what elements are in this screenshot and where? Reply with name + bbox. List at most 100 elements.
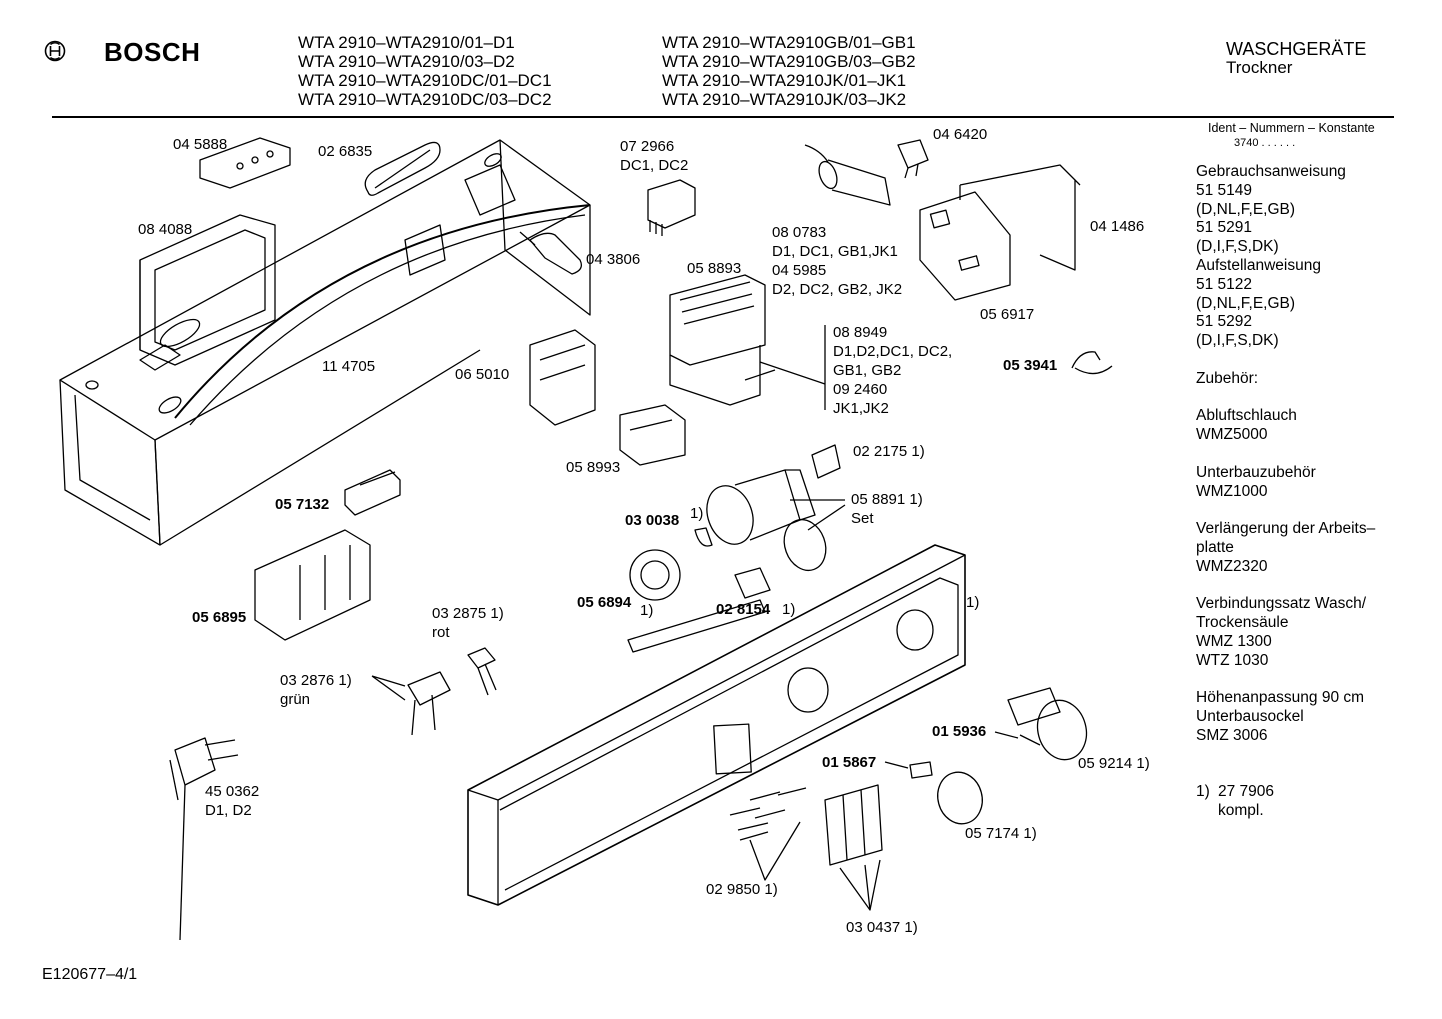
model-line: WTA 2910–WTA2910GB/03–GB2: [662, 52, 916, 71]
part-label-029850: 02 9850 1): [706, 881, 778, 898]
part-variant-032876: grün: [280, 691, 311, 708]
info-line: 51 5149: [1196, 181, 1253, 199]
part-label-056895: 05 6895: [192, 609, 247, 626]
gasket-ring: [364, 141, 441, 196]
model-line: WTA 2910–WTA2910/03–D2: [298, 52, 515, 71]
model-list-right: WTA 2910–WTA2910GB/01–GB1 WTA 2910–WTA29…: [662, 33, 916, 109]
part-variant-072966: DC1, DC2: [620, 157, 689, 174]
info-line: (D,NL,F,E,GB): [1196, 200, 1296, 218]
info-line: Unterbausockel: [1196, 708, 1304, 726]
part-label-056917: 05 6917: [980, 306, 1035, 323]
info-line: Zubehör:: [1196, 369, 1259, 387]
info-line: WMZ5000: [1196, 426, 1268, 444]
part-label-057132: 05 7132: [275, 496, 330, 513]
part-label-022175: 02 2175 1): [853, 443, 925, 460]
part-variant-045985: D2, DC2, GB2, JK2: [772, 281, 903, 298]
info-line: Abluftschlauch: [1196, 407, 1297, 425]
mains-plug: [169, 737, 239, 941]
model-line: WTA 2910–WTA2910/01–D1: [298, 33, 515, 52]
info-line: Verbindungssatz Wasch/: [1196, 595, 1367, 613]
leader-line: [759, 361, 826, 385]
program-timer: [669, 274, 776, 406]
info-line: WMZ1000: [1196, 482, 1268, 500]
panel-note: 1): [966, 594, 980, 611]
part-label-059214: 05 9214 1): [1078, 755, 1150, 772]
ident-value: 3740 . . . . . .: [1234, 137, 1296, 149]
part-label-114705: 11 4705: [322, 358, 376, 375]
leader-line: [884, 731, 1019, 769]
model-line: WTA 2910–WTA2910JK/01–JK1: [662, 71, 907, 90]
slide-bar: [627, 599, 766, 653]
part-label-043806: 04 3806: [586, 251, 641, 268]
model-line: WTA 2910–WTA2910DC/01–DC1: [298, 71, 552, 90]
switch-holder: [254, 529, 371, 641]
info-line: WMZ 1300: [1196, 632, 1272, 650]
part-label-084088: 08 4088: [138, 221, 193, 238]
footnote-mark: 1): [1196, 783, 1210, 800]
part-label-056894: 05 6894: [577, 594, 632, 611]
part-label-045888: 04 5888: [173, 136, 228, 153]
part-label-045985: 04 5985: [772, 262, 827, 279]
small-lamp: [909, 761, 933, 779]
bosch-logo-icon: [44, 40, 66, 62]
part-variant-080783: D1, DC1, GB1,JK1: [772, 243, 898, 260]
connector-plug: [897, 139, 929, 179]
part-label-092460: 09 2460: [833, 381, 888, 398]
electronics-board: [919, 191, 1011, 301]
part-label-080783: 08 0783: [772, 224, 827, 241]
push-buttons: [824, 784, 883, 866]
part-note-028154: 1): [782, 601, 796, 618]
part-label-041486: 04 1486: [1090, 218, 1145, 235]
footnote-text: kompl.: [1218, 802, 1264, 819]
capacitor-small: [519, 231, 583, 275]
gear-wheel: [629, 549, 681, 601]
header-rule: [52, 116, 1394, 118]
springs: [729, 787, 807, 841]
sensor-cable: [1071, 351, 1113, 375]
drive-motor-set: [706, 469, 827, 572]
info-line: 51 5291: [1196, 219, 1253, 237]
part-label-032875: 03 2875 1): [432, 605, 504, 622]
leader-line: [749, 821, 801, 881]
mounting-bracket: [959, 164, 1081, 271]
screw: [1019, 734, 1041, 746]
part-variant-058891: Set: [851, 510, 874, 527]
info-line: 51 5292: [1196, 313, 1253, 331]
part-label-028154: 02 8154: [716, 601, 771, 618]
sidebar-info: Gebrauchsanweisung 51 5149 (D,NL,F,E,GB)…: [1196, 163, 1436, 746]
leader-line: [371, 675, 406, 701]
document-code: E120677–4/1: [42, 966, 138, 983]
part-note-030038: 1): [690, 505, 704, 522]
part-variant-088949-a: D1,D2,DC1, DC2,: [833, 343, 953, 360]
info-line: Unterbauzubehör: [1196, 463, 1316, 481]
pushbutton-switch: [619, 404, 686, 466]
part-label-058993: 05 8993: [566, 459, 621, 476]
part-label-053941: 05 3941: [1003, 357, 1058, 374]
info-line: WMZ2320: [1196, 557, 1268, 575]
info-line: (D,I,F,S,DK): [1196, 332, 1279, 350]
part-label-058891: 05 8891 1): [851, 491, 923, 508]
detergent-drawer-housing: [139, 214, 276, 366]
category-subtitle: Trockner: [1226, 58, 1293, 77]
info-line: Gebrauchsanweisung: [1196, 163, 1346, 180]
part-label-026835: 02 6835: [318, 143, 373, 160]
part-label-088949: 08 8949: [833, 324, 888, 341]
leader-line: [790, 499, 846, 531]
small-gear-part: [694, 527, 713, 547]
indicator-lamp-green: [407, 671, 451, 736]
model-list-left: WTA 2910–WTA2910/01–D1 WTA 2910–WTA2910/…: [298, 33, 552, 109]
small-bracket: [811, 444, 841, 479]
info-line: (D,I,F,S,DK): [1196, 238, 1279, 256]
part-label-030437: 03 0437 1): [846, 919, 918, 936]
brand-name: BOSCH: [104, 37, 201, 67]
info-line: WTZ 1030: [1196, 651, 1269, 669]
part-label-032876: 03 2876 1): [280, 672, 352, 689]
part-label-450362: 45 0362: [205, 783, 260, 800]
part-variant-450362: D1, D2: [205, 802, 252, 819]
control-panel-fascia: [467, 544, 966, 906]
info-line: Höhenanpassung 90 cm: [1196, 689, 1365, 707]
part-label-057174: 05 7174 1): [965, 825, 1037, 842]
part-label-058893: 05 8893: [687, 260, 742, 277]
info-line: Verlängerung der Arbeits–: [1196, 520, 1376, 538]
ident-title: Ident – Nummern – Konstante: [1208, 121, 1375, 135]
